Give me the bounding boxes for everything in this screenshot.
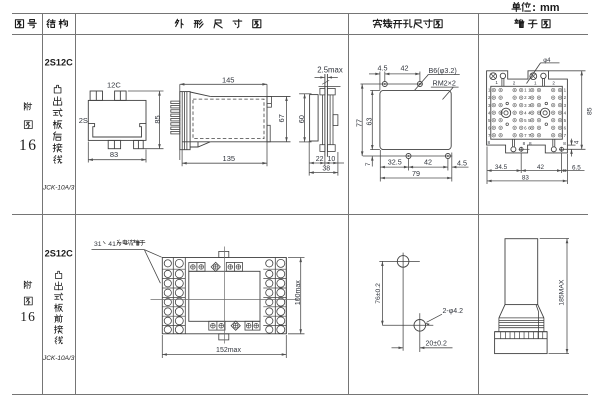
svg-text:2-φ4.2: 2-φ4.2 [443,308,464,315]
svg-text:3: 3 [524,103,527,108]
svg-text:2S: 2S [79,116,88,125]
svg-text:8: 8 [529,141,532,146]
svg-text:2: 2 [524,95,527,100]
svg-text:85: 85 [153,115,162,123]
svg-text:4: 4 [488,110,491,115]
svg-text:1: 1 [528,88,531,93]
svg-text:1: 1 [564,88,567,93]
svg-text:6: 6 [528,125,531,130]
svg-text:10: 10 [328,156,336,163]
svg-text:8: 8 [488,140,491,145]
svg-text:77: 77 [355,119,364,127]
svg-text:12C: 12C [107,81,121,90]
svg-text:6.5: 6.5 [572,164,581,171]
svg-text:185MAX: 185MAX [559,279,566,306]
svg-text:1: 1 [534,81,537,86]
svg-text:5: 5 [524,118,527,123]
svg-text:5: 5 [528,118,531,123]
svg-text:2S12C: 2S12C [45,249,73,259]
svg-text:8: 8 [523,141,526,146]
svg-text:20±0.2: 20±0.2 [426,341,447,348]
svg-text:22: 22 [316,156,324,163]
svg-text:JCK-10A/3: JCK-10A/3 [42,355,75,362]
svg-text:B6(φ3.2): B6(φ3.2) [429,66,457,75]
svg-text:mm: mm [540,2,560,14]
svg-text:83: 83 [522,175,530,182]
svg-text:3: 3 [564,103,567,108]
svg-text:3: 3 [488,103,491,108]
svg-text:2S12C: 2S12C [45,58,73,68]
svg-text:8: 8 [563,141,566,146]
svg-text:7: 7 [488,133,491,138]
svg-text:4.5: 4.5 [378,64,388,73]
svg-text:32.5: 32.5 [388,158,402,167]
svg-text:7: 7 [524,133,527,138]
svg-text:JCK-10A/3: JCK-10A/3 [42,185,75,192]
svg-text:3: 3 [528,103,531,108]
svg-text:135: 135 [223,154,236,163]
svg-text:76±0.2: 76±0.2 [375,283,382,304]
svg-text:63: 63 [365,118,374,126]
svg-text:60: 60 [297,115,306,123]
svg-text:38: 38 [322,166,330,173]
svg-text:42: 42 [401,64,409,73]
svg-text:6: 6 [488,125,491,130]
svg-text:41: 41 [108,241,116,248]
svg-text:7: 7 [564,133,567,138]
svg-text:2: 2 [488,95,491,100]
svg-text:1: 1 [524,88,527,93]
svg-text:42: 42 [537,164,545,171]
svg-text:145: 145 [222,76,235,85]
svg-text:7: 7 [365,162,372,166]
svg-text:31: 31 [94,241,102,248]
svg-text:2.5max: 2.5max [317,66,343,75]
svg-text:4.5: 4.5 [457,159,467,168]
svg-text:42: 42 [424,158,432,167]
svg-text:4: 4 [524,110,527,115]
svg-text:1: 1 [488,88,491,93]
svg-text:φ4: φ4 [543,58,551,64]
svg-text:2: 2 [552,80,555,85]
svg-text:1: 1 [495,80,498,85]
svg-text:4: 4 [528,110,531,115]
svg-text:16: 16 [20,309,36,324]
svg-text:6: 6 [524,125,527,130]
svg-text:7: 7 [528,133,531,138]
svg-text:5: 5 [488,118,491,123]
svg-text:4: 4 [574,140,580,144]
svg-text:85: 85 [587,107,594,115]
svg-text:152max: 152max [216,347,241,354]
svg-text:2: 2 [513,80,516,85]
svg-text:2: 2 [528,95,531,100]
svg-text:83: 83 [110,150,118,159]
svg-text:16: 16 [19,137,38,154]
svg-text:100max: 100max [295,280,302,305]
svg-text:2: 2 [564,95,567,100]
svg-text:67: 67 [277,114,286,122]
svg-text:5: 5 [564,118,567,123]
svg-text:RM2×2: RM2×2 [433,79,456,88]
svg-text:6: 6 [564,125,567,130]
svg-text:79: 79 [412,169,420,178]
svg-text:4: 4 [564,110,567,115]
svg-text:34.5: 34.5 [495,164,508,171]
